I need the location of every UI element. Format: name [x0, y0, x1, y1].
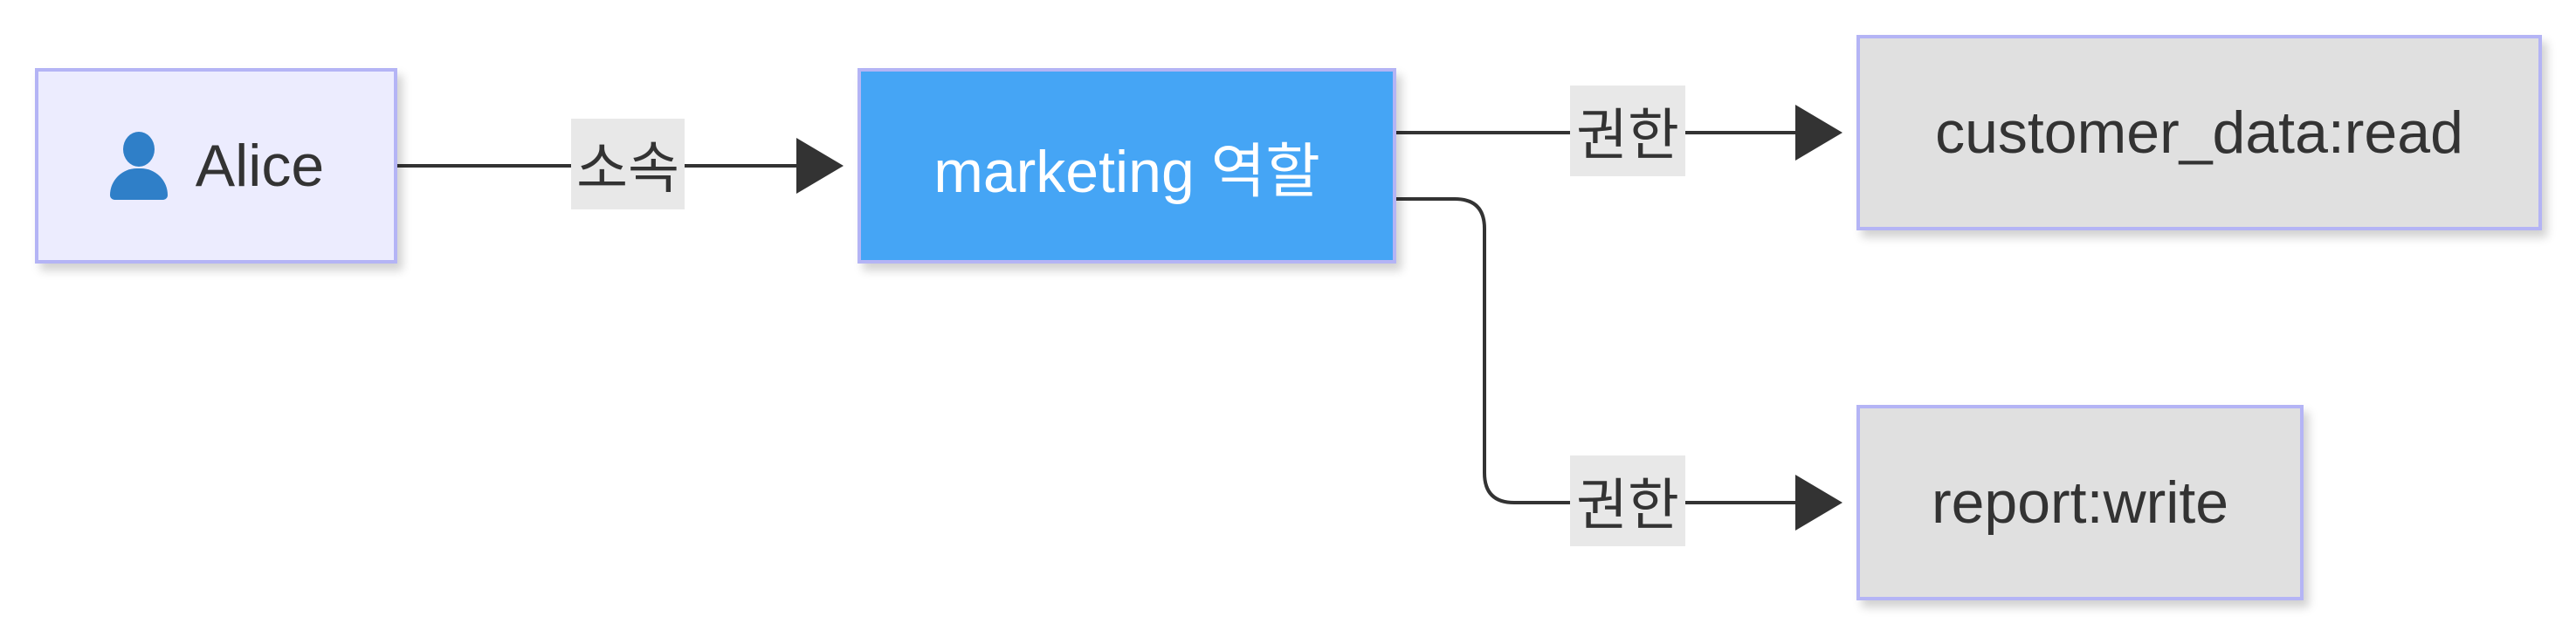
- arrowhead-icon: [1795, 475, 1842, 531]
- edge-label-grant-read: 권한: [1570, 86, 1685, 176]
- arrowhead-icon: [796, 138, 844, 194]
- node-user-label: Alice: [195, 133, 325, 199]
- node-role-label: marketing 역할: [933, 138, 1320, 205]
- node-permission-report-write[interactable]: report:write: [1856, 405, 2304, 600]
- user-icon: [108, 132, 169, 200]
- edge-label-grant-write: 권한: [1570, 455, 1685, 546]
- edge-label-membership: 소속: [571, 119, 685, 209]
- node-permission-customer-data-read[interactable]: customer_data:read: [1856, 35, 2542, 230]
- edge-grant-write: [1396, 197, 1842, 531]
- arrowhead-icon: [1795, 105, 1842, 161]
- node-role-marketing[interactable]: marketing 역할: [858, 68, 1396, 264]
- node-permission-label: customer_data:read: [1935, 99, 2463, 166]
- node-user-alice[interactable]: Alice: [35, 68, 397, 264]
- node-permission-label: report:write: [1931, 469, 2229, 536]
